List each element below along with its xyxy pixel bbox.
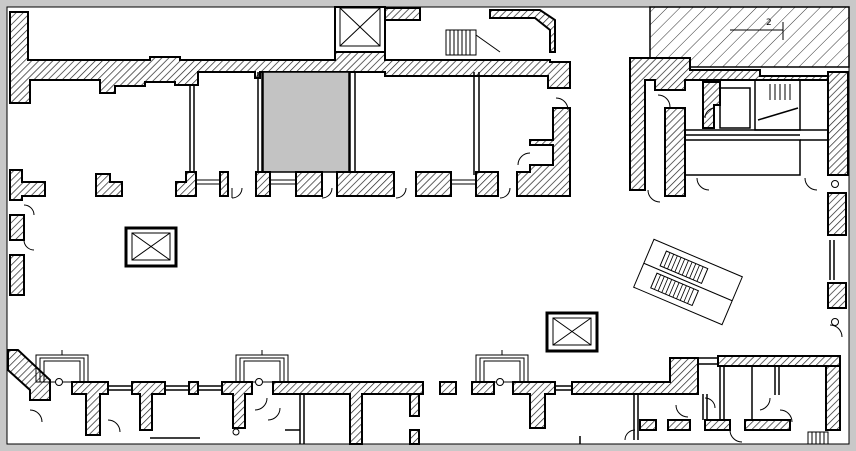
marker-icon	[55, 378, 63, 386]
right-stair	[769, 84, 791, 100]
marker-icon	[232, 428, 240, 436]
highlighted-room	[262, 71, 350, 173]
right-door-swings	[647, 94, 843, 338]
pillar-row	[9, 107, 571, 201]
marker-icon	[831, 318, 839, 326]
elevator-right-cross-b	[552, 317, 592, 346]
door-swings-top	[231, 97, 569, 199]
frame-border	[6, 6, 850, 445]
bottom-wall	[71, 355, 841, 445]
left-wall-pieces	[7, 214, 51, 401]
top-wall	[9, 11, 571, 104]
stair-label-1: 2	[766, 18, 772, 28]
top-elevator-wall	[384, 7, 421, 21]
marker-icon	[496, 378, 504, 386]
right-block-stair-wall	[702, 81, 721, 129]
elevator-right-car	[552, 317, 592, 346]
right-block-lines	[684, 79, 835, 280]
elevator-left-car	[131, 232, 171, 261]
rotated-stair	[633, 238, 743, 326]
elevator-top-cross-b	[339, 7, 381, 47]
elevator-top-car	[339, 7, 381, 47]
elevator-top	[334, 6, 386, 53]
elevator-left-cross-b	[131, 232, 171, 261]
marker-icon	[255, 378, 263, 386]
window-lines	[196, 179, 476, 185]
room-partitions	[189, 72, 480, 175]
right-edge-pillar-2	[827, 282, 847, 309]
bottom-door-swings	[29, 397, 793, 443]
right-edge-pillar-1	[827, 192, 847, 236]
top-right-wall	[489, 9, 556, 53]
right-block-inner	[664, 107, 686, 197]
bottom-lines	[108, 357, 780, 444]
marker-icon	[831, 180, 839, 188]
right-edge-wall	[827, 71, 849, 176]
stair-top	[445, 29, 501, 56]
left-door-swings	[23, 204, 35, 251]
right-block-walls	[629, 57, 831, 191]
